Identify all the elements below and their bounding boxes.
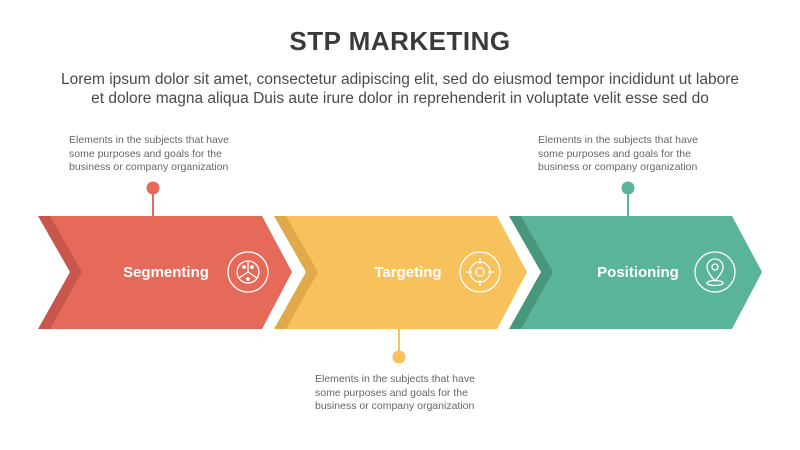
- positioning-note-line-1: Elements in the subjects that have: [538, 134, 698, 146]
- segmenting-note-line-1: Elements in the subjects that have: [69, 134, 229, 146]
- targeting-label: Targeting: [374, 264, 441, 281]
- segmenting-note: Elements in the subjects that have some …: [69, 134, 259, 175]
- page-title: STP MARKETING: [289, 26, 511, 56]
- stage-segmenting: Segmenting: [38, 216, 292, 329]
- positioning-connector-dot: [621, 181, 635, 195]
- subtitle-line-1: Lorem ipsum dolor sit amet, consectetur …: [60, 71, 740, 88]
- segmenting-label: Segmenting: [123, 264, 209, 281]
- stage-targeting: Targeting: [274, 216, 527, 329]
- stage-positioning: Positioning: [509, 216, 762, 329]
- targeting-chevron: [286, 216, 527, 329]
- targeting-note-line-1: Elements in the subjects that have: [315, 373, 475, 385]
- targeting-connector-dot: [392, 350, 406, 364]
- subtitle-line-2: et dolore magna aliqua Duis aute irure d…: [91, 90, 709, 107]
- targeting-note-line-3: business or company organization: [315, 400, 475, 412]
- positioning-note: Elements in the subjects that have some …: [538, 134, 728, 175]
- targeting-connector: [392, 329, 406, 364]
- targeting-note-line-2: some purposes and goals for the: [315, 386, 468, 399]
- segmenting-note-line-2: some purposes and goals for the: [69, 147, 222, 160]
- segmenting-connector: [146, 181, 160, 216]
- segmentation-pie-icon: [227, 251, 269, 293]
- positioning-connector: [621, 181, 635, 216]
- target-crosshair-icon: [459, 251, 501, 293]
- location-pin-icon: [694, 251, 736, 293]
- segmenting-note-line-3: business or company organization: [69, 161, 229, 173]
- targeting-note: Elements in the subjects that have some …: [315, 373, 505, 414]
- positioning-chevron: [521, 216, 762, 329]
- segmenting-chevron: [50, 216, 292, 329]
- positioning-note-line-2: some purposes and goals for the: [538, 147, 691, 160]
- positioning-label: Positioning: [597, 264, 679, 281]
- page-subtitle: Lorem ipsum dolor sit amet, consectetur …: [20, 70, 780, 108]
- segmenting-connector-dot: [146, 181, 160, 195]
- positioning-note-line-3: business or company organization: [538, 161, 698, 173]
